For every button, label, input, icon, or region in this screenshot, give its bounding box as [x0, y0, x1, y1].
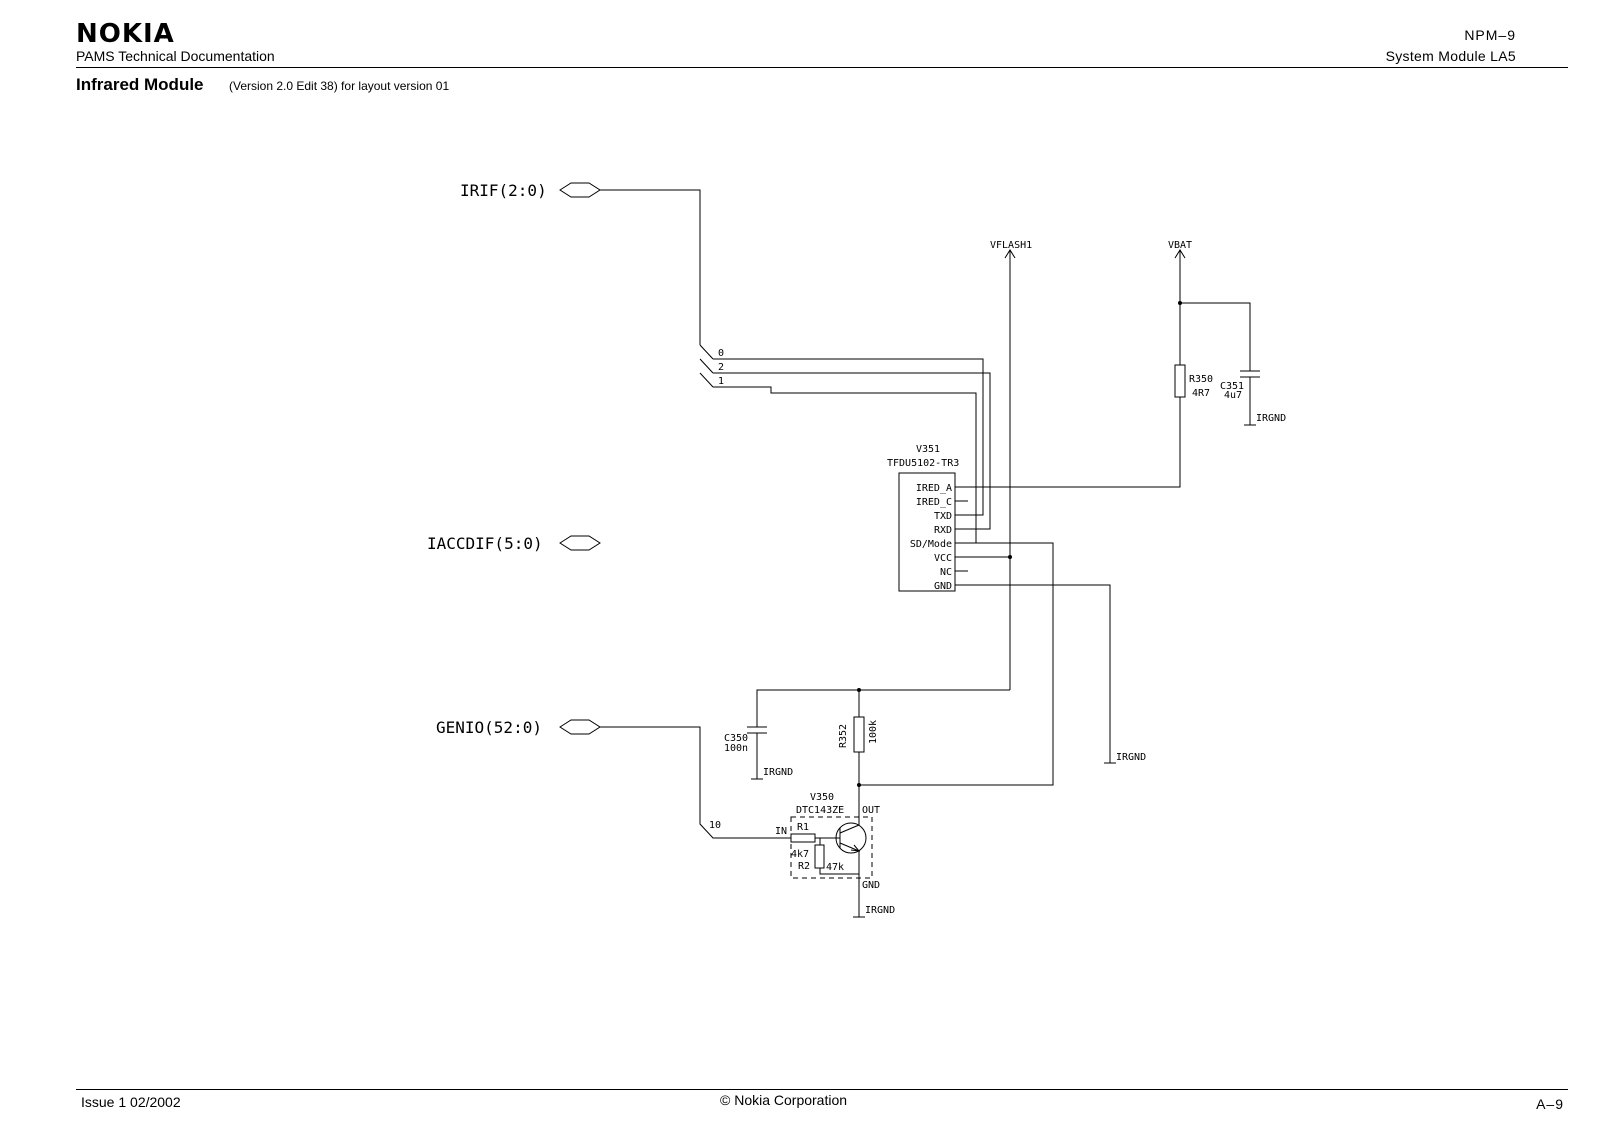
section-title: Infrared Module: [76, 75, 204, 94]
bus-label-iaccdif: IACCDIF(5:0): [427, 534, 543, 553]
bus-label-genio: GENIO(52:0): [436, 718, 542, 737]
c350-ref: C350: [724, 733, 748, 744]
transistor-collector: [839, 824, 860, 834]
c350-capacitor: [747, 726, 767, 734]
ir-pin-label: IRED_C: [916, 497, 952, 508]
c351-top-wire: [1180, 302, 1251, 371]
ir-pin-label: TXD: [934, 511, 952, 522]
r2-value: 47k: [826, 862, 844, 873]
vflash-label: VFLASH1: [990, 240, 1032, 251]
transistor-in-label: IN: [775, 826, 787, 837]
r2-bottom-wire: [819, 868, 859, 875]
gnd-label-4: IRGND: [865, 905, 895, 916]
c351-value: 4u7: [1224, 390, 1242, 401]
ir-pin-label: IRED_A: [916, 483, 952, 494]
bus-connector-irif: [559, 182, 601, 198]
bus-connector-genio: [559, 719, 601, 735]
ir-module-part: TFDU5102-TR3: [887, 458, 959, 469]
header-rule: [76, 67, 1568, 68]
section-note: (Version 2.0 Edit 38) for layout version…: [229, 79, 450, 93]
issue-date: Issue 1 02/2002: [81, 1094, 181, 1110]
r352-bottom-junction: [857, 783, 861, 787]
irif-bus-wire: [600, 189, 701, 345]
sd-mode-wire: [859, 542, 1054, 786]
ired-a-wire: [955, 397, 1181, 488]
ir-module-body: [898, 472, 956, 592]
r2-resistor: [814, 844, 825, 869]
ir-pin-label: GND: [934, 581, 952, 592]
transistor-package-outline: [790, 816, 873, 879]
page-number: A–9: [1536, 1096, 1564, 1112]
ir-pin-label: VCC: [934, 553, 952, 564]
transistor-out-label: OUT: [862, 805, 880, 816]
c351-ref: C351: [1220, 381, 1244, 392]
r350-resistor: [1174, 364, 1186, 398]
c350-value: 100n: [724, 743, 748, 754]
transistor-ref: V350: [810, 792, 834, 803]
doc-title: PAMS Technical Documentation: [76, 48, 275, 64]
transistor-part: DTC143ZE: [796, 805, 844, 816]
r1-ref: R1: [797, 822, 809, 833]
bus-connector-iaccdif: [559, 535, 601, 551]
ir-gnd-wire: [955, 584, 1111, 763]
transistor-body: [835, 822, 867, 854]
transistor-gnd-label: GND: [862, 880, 880, 891]
footer-rule: [76, 1089, 1568, 1090]
bus-label-irif: IRIF(2:0): [460, 181, 547, 200]
model-number: NPM–9: [1464, 27, 1516, 43]
ir-pin-label: SD/Mode: [910, 539, 952, 550]
tap-label-1: 1: [718, 376, 724, 387]
r350-ref: R350: [1189, 374, 1213, 385]
gnd-label-2: IRGND: [1116, 752, 1146, 763]
gnd-label-1: IRGND: [1256, 413, 1286, 424]
r352-value: 100k: [868, 720, 879, 744]
nokia-logo: NOKIA: [76, 19, 175, 49]
tap-label-0: 0: [718, 348, 724, 359]
r352-resistor: [853, 716, 865, 753]
c351-capacitor: [1240, 370, 1260, 378]
ir-pin-label: NC: [940, 567, 952, 578]
transistor-emitter: [839, 842, 860, 852]
net-rxd-wire: [713, 372, 991, 530]
r2-ref: R2: [798, 861, 810, 872]
net-bus1-wire: [713, 386, 977, 543]
vbat-label: VBAT: [1168, 240, 1192, 251]
net-txd-wire: [713, 358, 984, 516]
genio-wire: [600, 726, 791, 839]
gnd-label-3: IRGND: [763, 767, 793, 778]
irif-bus-taps: [699, 344, 714, 388]
module-name: System Module LA5: [1385, 48, 1516, 64]
r1-resistor: [790, 833, 816, 843]
r352-ref: R352: [838, 724, 849, 748]
ir-pin-label: RXD: [934, 525, 952, 536]
copyright: © Nokia Corporation: [720, 1092, 848, 1108]
tap-label-2: 2: [718, 362, 724, 373]
vflash-branch-wire: [756, 689, 1010, 727]
vcc-junction: [1008, 555, 1012, 559]
vflash-arrow-icon: [1004, 249, 1016, 259]
tap-label-10: 10: [709, 820, 721, 831]
r350-value: 4R7: [1192, 388, 1210, 399]
r1-value: 4k7: [791, 849, 809, 860]
ir-module-ref: V351: [916, 444, 940, 455]
vbat-arrow-icon: [1174, 249, 1186, 259]
